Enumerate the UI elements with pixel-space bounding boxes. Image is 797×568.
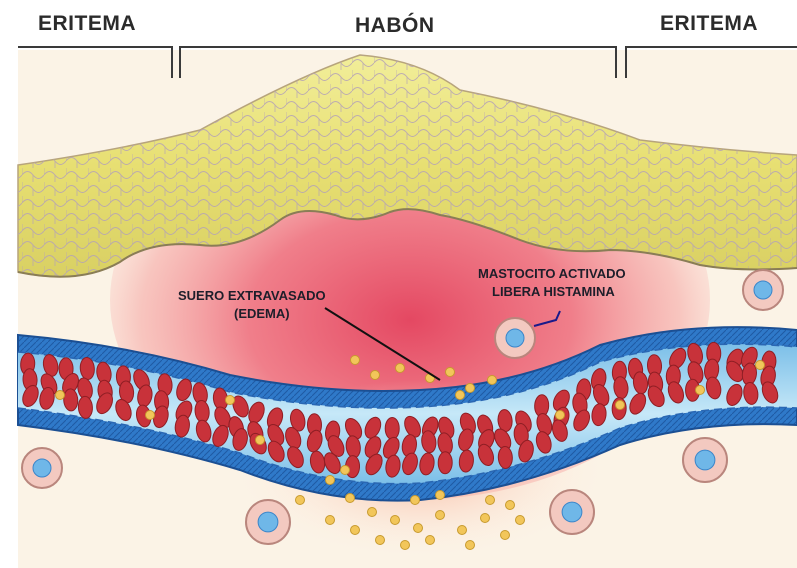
plasma-droplet [458,526,467,535]
plasma-droplet [466,384,475,393]
plasma-droplet [506,501,515,510]
plasma-droplet [296,496,305,505]
label-erythema-right: ERITEMA [660,12,758,35]
plasma-droplet [368,508,377,517]
plasma-droplet [696,386,705,395]
plasma-droplet [756,361,765,370]
plasma-droplet [396,364,405,373]
plasma-droplet [351,526,360,535]
mast-cell-nucleus [258,512,278,532]
plasma-droplet [256,436,265,445]
label-mast-line1: MASTOCITO ACTIVADO [478,266,626,281]
plasma-droplet [146,411,155,420]
plasma-droplet [346,494,355,503]
plasma-droplet [488,376,497,385]
red-blood-cell [385,417,399,439]
red-blood-cell [438,452,452,474]
mast-cell-nucleus [562,502,582,522]
mast-cell-nucleus [695,450,715,470]
plasma-droplet [556,411,565,420]
mast-cell-nucleus [33,459,51,477]
plasma-droplet [56,391,65,400]
plasma-droplet [371,371,380,380]
plasma-droplet [436,511,445,520]
plasma-droplet [326,516,335,525]
label-serum-line1: SUERO EXTRAVASADO [178,288,326,303]
label-mast-line2: LIBERA HISTAMINA [492,284,615,299]
plasma-droplet [426,536,435,545]
plasma-droplet [616,401,625,410]
plasma-droplet [486,496,495,505]
plasma-droplet [411,496,420,505]
plasma-droplet [456,391,465,400]
label-serum-line2: (EDEMA) [234,306,290,321]
plasma-droplet [341,466,350,475]
plasma-droplet [481,514,490,523]
plasma-droplet [376,536,385,545]
mast-cell-nucleus [754,281,772,299]
plasma-droplet [401,541,410,550]
plasma-droplet [516,516,525,525]
label-erythema-left: ERITEMA [38,12,136,35]
mast-cell-nucleus [506,329,524,347]
plasma-droplet [446,368,455,377]
plasma-droplet [466,541,475,550]
plasma-droplet [436,491,445,500]
plasma-droplet [326,476,335,485]
plasma-droplet [391,516,400,525]
plasma-droplet [351,356,360,365]
plasma-droplet [414,524,423,533]
plasma-droplet [226,396,235,405]
label-wheal: HABÓN [355,13,435,37]
plasma-droplet [501,531,510,540]
